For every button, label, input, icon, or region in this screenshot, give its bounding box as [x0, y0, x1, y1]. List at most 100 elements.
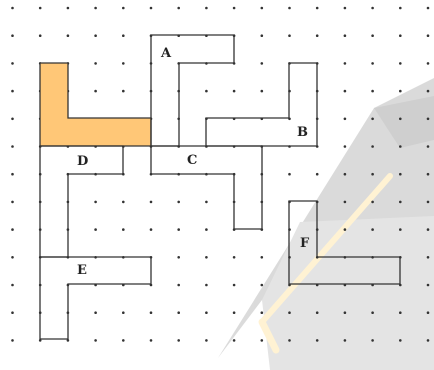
grid-dot: [150, 228, 153, 231]
grid-dot: [344, 145, 347, 148]
grid-dot: [427, 62, 430, 65]
grid-dot: [122, 62, 125, 65]
grid-dot: [205, 90, 208, 93]
grid-dot: [150, 311, 153, 314]
grid-dot: [427, 7, 430, 10]
grid-dot: [11, 118, 14, 121]
grid-dot: [316, 34, 319, 37]
grid-dot: [399, 90, 402, 93]
grid-dot: [427, 173, 430, 176]
grid-dot: [261, 62, 264, 65]
grid-dot: [233, 256, 236, 259]
grid-dot: [344, 62, 347, 65]
grid-dot: [150, 339, 153, 342]
grid-dot: [11, 62, 14, 65]
grid-dot: [371, 311, 374, 314]
grid-dot: [344, 34, 347, 37]
shape-label-d: D: [77, 154, 88, 169]
grid-dot: [205, 284, 208, 287]
grid-dot: [11, 145, 14, 148]
grid-dot: [94, 7, 97, 10]
grid-dot: [399, 228, 402, 231]
shape-label-e: E: [77, 263, 87, 278]
grid-dot: [39, 34, 42, 37]
grid-dot: [371, 173, 374, 176]
grid-dot: [427, 118, 430, 121]
grid-dot: [122, 311, 125, 314]
grid-dot: [344, 118, 347, 121]
grid-dot: [39, 7, 42, 10]
grid-dot: [261, 339, 264, 342]
grid-dot: [261, 34, 264, 37]
grid-dot: [261, 284, 264, 287]
grid-dot: [288, 7, 291, 10]
grid-dot: [11, 339, 14, 342]
grid-dot: [371, 201, 374, 204]
grid-dot: [316, 339, 319, 342]
grid-dot: [371, 7, 374, 10]
grid-dot: [122, 90, 125, 93]
grid-dot: [288, 339, 291, 342]
grid-dot: [11, 201, 14, 204]
grid-dot: [11, 90, 14, 93]
grid-dot: [261, 311, 264, 314]
grid-dot: [316, 311, 319, 314]
grid-dot: [427, 339, 430, 342]
graduation-cap-watermark-icon: [218, 78, 434, 370]
grid-dot: [94, 62, 97, 65]
grid-dot: [344, 7, 347, 10]
highlighted-l-shape: [40, 63, 151, 146]
grid-dot: [94, 34, 97, 37]
grid-dot: [94, 201, 97, 204]
grid-dot: [261, 90, 264, 93]
grid-dot: [371, 118, 374, 121]
grid-dot: [427, 145, 430, 148]
grid-dot: [67, 7, 70, 10]
grid-dot: [344, 90, 347, 93]
grid-dot: [11, 228, 14, 231]
grid-dot: [399, 201, 402, 204]
grid-dot: [177, 339, 180, 342]
grid-dot: [371, 34, 374, 37]
grid-dot: [205, 256, 208, 259]
grid-dot: [399, 173, 402, 176]
grid-dot: [150, 7, 153, 10]
grid-dot: [150, 201, 153, 204]
grid-dot: [177, 284, 180, 287]
grid-dot: [371, 90, 374, 93]
grid-dot: [427, 311, 430, 314]
highlighted-shape-fill: [40, 63, 151, 146]
shape-label-a: A: [160, 46, 172, 61]
grid-dot: [11, 256, 14, 259]
grid-dot: [205, 7, 208, 10]
grid-dot: [399, 7, 402, 10]
grid-dot: [11, 173, 14, 176]
grid-dot: [233, 339, 236, 342]
grid-dot: [344, 173, 347, 176]
grid-dot: [177, 311, 180, 314]
grid-dot: [261, 7, 264, 10]
grid-dot: [233, 311, 236, 314]
grid-dot: [177, 7, 180, 10]
grid-dot: [122, 339, 125, 342]
shape-label-f: F: [300, 236, 310, 251]
grid-dot: [122, 34, 125, 37]
grid-dot: [11, 284, 14, 287]
shape-outline-e: [40, 257, 151, 339]
grid-dot: [399, 339, 402, 342]
grid-dot: [427, 228, 430, 231]
grid-dot: [11, 7, 14, 10]
grid-dot: [344, 201, 347, 204]
grid-dot: [427, 284, 430, 287]
grid-dot: [94, 339, 97, 342]
grid-dot: [344, 311, 347, 314]
grid-dot: [122, 228, 125, 231]
grid-dot: [399, 145, 402, 148]
grid-dot: [427, 201, 430, 204]
grid-dot: [205, 201, 208, 204]
grid-dot: [427, 34, 430, 37]
grid-dot: [288, 173, 291, 176]
grid-dot: [205, 228, 208, 231]
grid-dot: [316, 7, 319, 10]
